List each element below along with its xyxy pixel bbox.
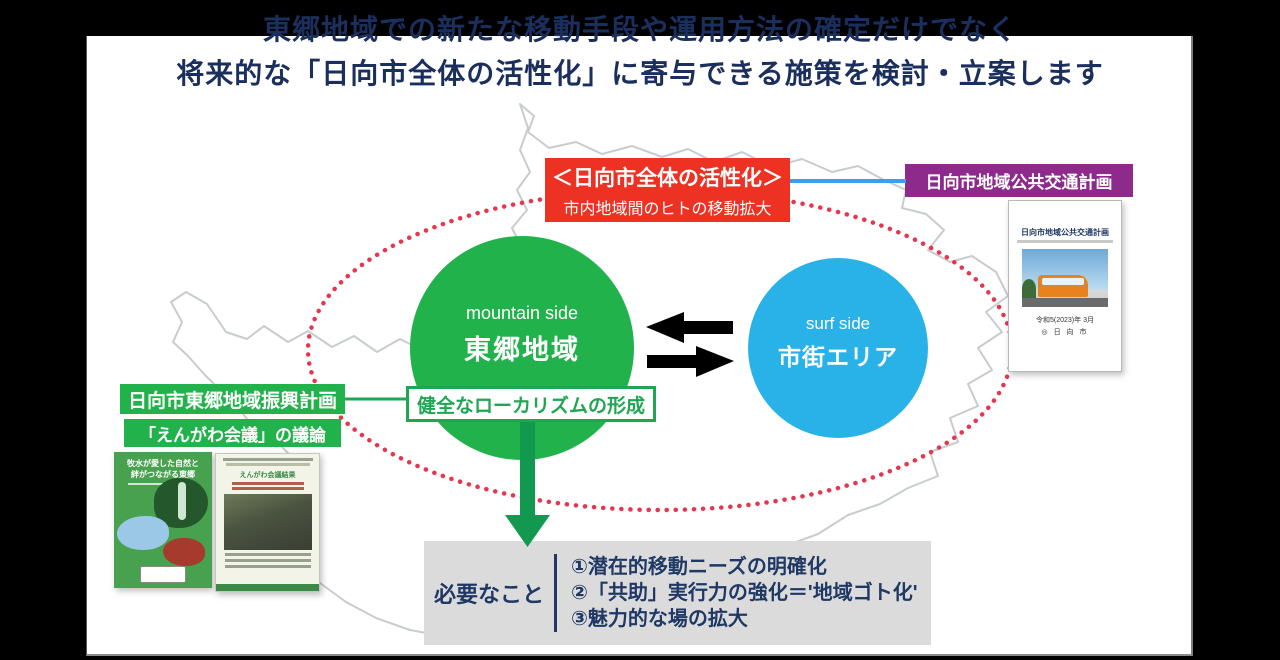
engawa-report-subline1 [231,482,304,485]
needs-box: 必要なこと ①潜在的移動ニーズの明確化 ②「共助」実行力の強化＝'地域ゴト化' … [424,541,931,645]
transport-doc-publisher: ◎ 日 向 市 [1009,327,1121,337]
transport-plan-label: 日向市地域公共交通計画 [905,164,1133,197]
surf-side-ja: 市街エリア [778,344,898,370]
needs-item-3: ③魅力的な場の拡大 [571,608,748,630]
bokusui-title-line2: 絆がつながる東郷 [131,470,195,479]
activation-box: ＜日向市全体の活性化＞ 市内地域間のヒトの移動拡大 [545,158,790,222]
hyuga-city-logo: ◎ [1041,329,1050,336]
engawa-report-sheet: えんがわ会議結果 [215,453,320,592]
bus-windows [1042,278,1084,285]
surf-side-circle: surf side 市街エリア [748,258,928,438]
localism-box: 健全なローカリズムの形成 [406,386,656,422]
slide-title-line2: 将来的な「日向市全体の活性化」に寄与できる施策を検討・立案します [176,58,1104,89]
transport-plan-document: 日向市地域公共交通計画 令和5(2023)年 3月 ◎ 日 向 市 [1008,200,1122,372]
mountain-side-circle: mountain side 東郷地域 [410,236,634,460]
transport-doc-title: 日向市地域公共交通計画 [1021,228,1109,237]
mountain-side-en: mountain side [465,303,579,323]
bush-shape [1022,279,1036,299]
engawa-report-subline2 [231,487,304,490]
bokusui-booklet: 牧水が愛した自然と 絆がつながる東郷 [114,452,212,588]
surf-side-en: surf side [805,314,871,333]
transport-doc-date: 令和5(2023)年 3月 [1036,317,1094,324]
transport-doc-subtitle-line [1017,240,1113,243]
engawa-meeting-label: 「えんがわ会議」の議論 [124,419,341,447]
engawa-report-textline3 [224,565,311,568]
mountain-side-ja: 東郷地域 [464,335,580,365]
needs-items: ①潜在的移動ニーズの明確化 ②「共助」実行力の強化＝'地域ゴト化' ③魅力的な場… [557,554,917,632]
engawa-report-textline2 [224,559,311,562]
engawa-report-footer-band [216,584,319,591]
engawa-report-textline1 [224,553,311,556]
bus-photo [1022,249,1108,307]
food-photo-blob [163,538,205,566]
engawa-meeting-photo [223,494,312,550]
hyuga-city-name: 日 向 市 [1053,329,1089,336]
engawa-report-title: えんがわ会議結果 [239,472,296,479]
needs-item-2: ②「共助」実行力の強化＝'地域ゴト化' [571,582,918,604]
needs-label: 必要なこと [433,582,544,607]
bokusui-title: 牧水が愛した自然と 絆がつながる東郷 [114,458,212,480]
river-photo-blob [117,516,169,550]
road-strip [1022,298,1108,307]
bokusui-title-line1: 牧水が愛した自然と [127,459,199,468]
bokusui-footer-sketch [140,566,186,583]
waterfall-streak [178,482,186,520]
slide-title-line1: 東郷地域での新たな移動手段や運用方法の確定だけでなく [262,14,1017,45]
togo-plan-label: 日向市東郷地域振興計画 [120,384,345,414]
activation-subheading: 市内地域間のヒトの移動拡大 [563,200,772,218]
engawa-report-header-line2 [225,463,310,466]
needs-item-1: ①潜在的移動ニーズの明確化 [571,556,827,578]
engawa-report-header-line1 [222,458,313,461]
activation-heading: ＜日向市全体の活性化＞ [552,166,783,190]
